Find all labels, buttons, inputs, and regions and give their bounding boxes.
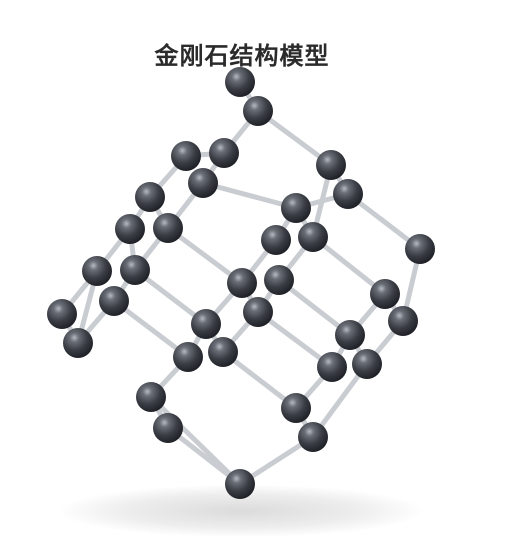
bond-52 [310,361,370,440]
carbon-atom-28 [317,352,347,382]
carbon-atom-8 [281,193,311,223]
carbon-atom-3 [209,138,239,168]
carbon-atom-22 [243,297,273,327]
carbon-atom-9 [115,214,145,244]
bond-50 [165,425,243,487]
carbon-atom-33 [298,422,328,452]
carbon-atom-23 [388,306,418,336]
carbon-atom-20 [99,286,129,316]
carbon-atom-13 [405,234,435,264]
carbon-atom-17 [264,265,294,295]
bond-41 [255,309,335,370]
bond-8 [345,191,423,252]
carbon-atom-10 [153,213,183,243]
carbon-atom-12 [298,222,328,252]
carbon-atom-11 [261,225,291,255]
carbon-atom-25 [173,342,203,372]
carbon-atom-27 [335,320,365,350]
atom-group [47,67,435,499]
carbon-atom-7 [188,168,218,198]
carbon-atom-24 [63,328,93,358]
bond-10 [200,180,299,211]
carbon-atom-14 [82,256,112,286]
diagram-title: 金刚石结构模型 [154,42,330,70]
carbon-atom-30 [136,382,166,412]
carbon-atom-15 [120,255,150,285]
carbon-atom-29 [352,349,382,379]
carbon-atom-21 [191,309,221,339]
carbon-atom-32 [153,413,183,443]
bond-23 [310,234,388,297]
carbon-atom-1 [243,96,273,126]
carbon-atom-0 [225,67,255,97]
carbon-atom-26 [208,337,238,367]
carbon-atom-2 [171,141,201,171]
bond-2 [255,108,334,168]
carbon-atom-16 [227,268,257,298]
carbon-atom-19 [47,299,77,329]
carbon-atom-31 [281,393,311,423]
carbon-atom-18 [370,279,400,309]
bond-19 [165,225,245,286]
carbon-atom-5 [333,179,363,209]
bond-45 [220,349,299,411]
carbon-atom-6 [135,182,165,212]
carbon-atom-4 [316,150,346,180]
carbon-atom-34 [225,469,255,499]
bond-37 [111,298,191,360]
